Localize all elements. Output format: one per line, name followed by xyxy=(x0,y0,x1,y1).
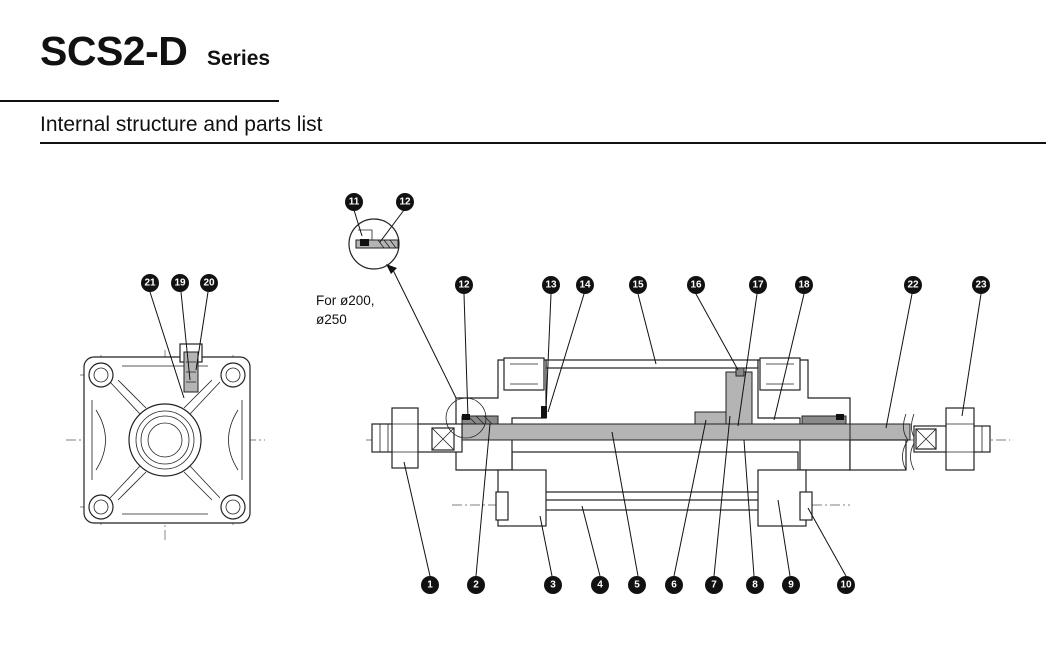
svg-text:6: 6 xyxy=(671,580,677,591)
svg-text:5: 5 xyxy=(634,580,640,591)
callout-19: 19 xyxy=(171,274,189,292)
callout-18: 18 xyxy=(795,276,813,294)
svg-text:21: 21 xyxy=(144,278,156,289)
svg-text:4: 4 xyxy=(597,580,603,591)
callout-6: 6 xyxy=(665,576,683,594)
cylinder-section xyxy=(366,357,1010,527)
leader-lines xyxy=(149,209,982,577)
svg-text:11: 11 xyxy=(349,197,360,208)
callout-7: 7 xyxy=(705,576,723,594)
callout-12: 12 xyxy=(455,276,473,294)
svg-text:14: 14 xyxy=(579,280,591,291)
callout-22: 22 xyxy=(904,276,922,294)
svg-text:7: 7 xyxy=(711,580,717,591)
svg-text:19: 19 xyxy=(174,278,186,289)
svg-text:12: 12 xyxy=(458,280,470,291)
callout-4: 4 xyxy=(591,576,609,594)
callout-1: 1 xyxy=(421,576,439,594)
callout-14: 14 xyxy=(576,276,594,294)
svg-text:15: 15 xyxy=(632,280,644,291)
page-header: SCS2-D Series xyxy=(0,28,280,102)
callout-5: 5 xyxy=(628,576,646,594)
detail-note-line-1: For ø200, xyxy=(316,293,375,308)
svg-text:8: 8 xyxy=(752,580,758,591)
svg-text:3: 3 xyxy=(550,580,556,591)
section-title: Internal structure and parts list xyxy=(40,113,323,136)
svg-text:20: 20 xyxy=(203,278,215,289)
svg-text:13: 13 xyxy=(545,280,557,291)
svg-text:18: 18 xyxy=(798,280,810,291)
detail-note: For ø200, ø250 xyxy=(316,291,375,329)
callout-17: 17 xyxy=(749,276,767,294)
series-suffix: Series xyxy=(207,47,271,70)
svg-text:17: 17 xyxy=(752,280,764,291)
end-view xyxy=(66,343,265,540)
callout-15: 15 xyxy=(629,276,647,294)
callout-3: 3 xyxy=(544,576,562,594)
callout-20: 20 xyxy=(200,274,218,292)
detail-note-line-2: ø250 xyxy=(316,312,347,327)
callout-9: 9 xyxy=(782,576,800,594)
svg-text:16: 16 xyxy=(690,280,702,291)
callout-21: 21 xyxy=(141,274,159,292)
callout-13: 13 xyxy=(542,276,560,294)
svg-text:22: 22 xyxy=(907,280,919,291)
seal-detail xyxy=(348,218,463,411)
svg-text:12: 12 xyxy=(399,197,411,208)
section-underline xyxy=(40,142,1046,144)
svg-text:23: 23 xyxy=(975,280,987,291)
callout-23: 23 xyxy=(972,276,990,294)
callout-2: 2 xyxy=(467,576,485,594)
svg-text:1: 1 xyxy=(427,580,433,591)
tie-rod-nut xyxy=(88,362,246,520)
callout-8: 8 xyxy=(746,576,764,594)
svg-text:10: 10 xyxy=(840,580,852,591)
callout-16: 16 xyxy=(687,276,705,294)
series-title: SCS2-D xyxy=(40,28,188,74)
svg-text:9: 9 xyxy=(788,580,794,591)
title-underline xyxy=(0,100,279,102)
callout-11: 11 xyxy=(345,193,363,211)
callout-10: 10 xyxy=(837,576,855,594)
callout-12-detail: 12 xyxy=(396,193,414,211)
svg-text:2: 2 xyxy=(473,580,479,591)
